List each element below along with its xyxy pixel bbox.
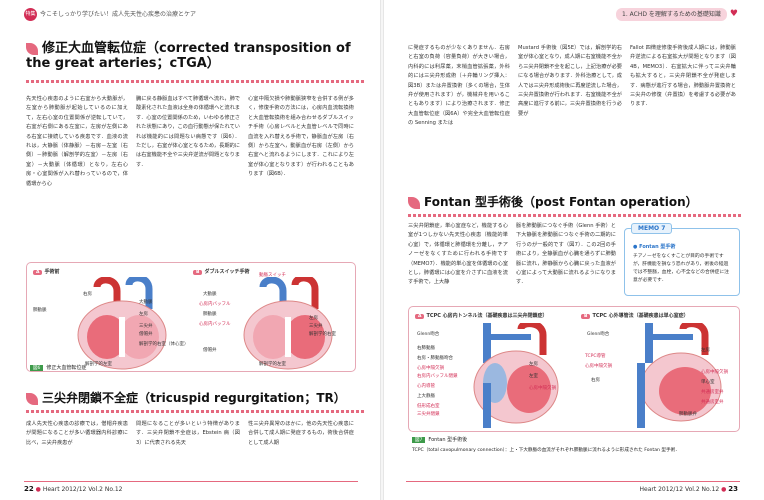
header-left: 特集今こそしっかり学びたい！成人先天性心疾患の治療とケア	[24, 8, 196, 21]
ann: 僧帽弁	[203, 348, 217, 353]
heart-icon: ♥	[729, 9, 738, 19]
ann: 単心室	[701, 380, 715, 385]
memo-heading: MEMO 7	[631, 223, 673, 234]
ann: 解剖学的左室	[259, 362, 286, 367]
ann: 三尖弁	[139, 324, 153, 329]
text-column-3: Fallot 四徴症修復手術後成人期には，肺動脈弁逆流による右室拡大が問題となり…	[630, 45, 736, 108]
page-number: 23	[728, 485, 738, 493]
section-title-tr: 三尖弁閉鎖不全症（tricuspid regurgitation；TR）	[26, 391, 366, 406]
fig7-note: TCPC（total cavopulmonary connection）：上・下…	[412, 448, 680, 453]
page-number: 22	[24, 485, 34, 493]
ann: 三尖弁閉鎖	[417, 412, 440, 417]
right-page: 1. ACHD を理解するための基礎知識♥ に発症するものが少なくありません．右…	[382, 0, 764, 500]
feature-badge: 特集	[24, 8, 37, 21]
ann: 肺動脈	[33, 308, 47, 313]
ann: 心房内バッフル	[199, 322, 231, 327]
fontan-diagram-a	[473, 323, 559, 428]
title-rule	[408, 214, 742, 217]
ann: 解剖学的右室	[309, 332, 336, 337]
ann: 共通房室弁	[701, 400, 724, 405]
ann: 動脈スイッチ	[259, 273, 286, 278]
ann: 左房	[309, 316, 318, 321]
heart-diagram-b	[243, 277, 333, 370]
ann: 大動脈	[139, 300, 153, 305]
text-column-1: に発症するものが少なくありません．右房と右室の負荷（容量負荷）が大きい場合，内科…	[408, 45, 510, 127]
fontan-diagram-b	[637, 323, 722, 428]
text-column-2: 問題になることが多いという特徴があります．三尖弁閉鎖不全症は，Ebstein 病…	[136, 421, 240, 446]
ann: 右房内バッフル閉鎖	[417, 374, 458, 379]
ann: 左房	[139, 312, 148, 317]
section-title-fontan: Fontan 型手術後（post Fontan operation）	[408, 195, 748, 210]
text-column-2: Mustard 手術後（図5E）では，解剖学的右室が体心室となり，成人期に右室機…	[518, 45, 622, 117]
text-column-2: 脈を肺動脈につなぐ手術（Glenn 手術）と下大静脈を肺動脈につなぐ手術の二期的…	[516, 223, 616, 286]
memo-subheading: ● Fontan 型手術	[633, 244, 676, 250]
ann: Glenn吻合	[417, 332, 440, 337]
section-leaf-icon	[408, 196, 420, 209]
section-leaf-icon	[26, 392, 38, 405]
ann: 肺動脈	[203, 312, 217, 317]
title-rule	[26, 80, 366, 83]
ann: 共通房室弁	[701, 390, 724, 395]
ann: 心内導管	[417, 384, 435, 389]
journal-name: Heart 2012/12 Vol.2 No.12	[42, 486, 123, 493]
ann: 右房	[591, 378, 600, 383]
header-right: 1. ACHD を理解するための基礎知識♥	[616, 8, 738, 21]
ann: 心房中隔欠損	[585, 364, 612, 369]
footer-right: Heart 2012/12 Vol.2 No.12 ● 23	[639, 485, 739, 493]
chapter-pill: 1. ACHD を理解するための基礎知識	[616, 8, 727, 21]
ann: 右房・肺動脈吻合	[417, 356, 453, 361]
ann: 低形成右室	[417, 404, 440, 409]
footer-left: 22 ● Heart 2012/12 Vol.2 No.12	[24, 485, 123, 493]
text-column-3: 性三尖弁異常のほかに，他の先天性心疾患に合併して成人期に発症するもの，術後合併症…	[248, 421, 354, 446]
ann: 左房	[701, 348, 710, 353]
ann: 解剖学的右室（体心室）	[139, 342, 189, 347]
text-column-3: 心室中隔欠損や肺動脈狭窄を合併する例が多く，修復手術の方法には，心房内血流転換術…	[248, 96, 354, 178]
heart-diagram-a	[77, 277, 167, 370]
text-column-2: 臓に戻る静脈血はすべて肺循環へ流れ，肺で酸素化された血液は全身の体循環へと流れま…	[136, 96, 240, 168]
ann: 解剖学的左室	[85, 362, 112, 367]
ann: 左房	[529, 362, 538, 367]
ann: 上大静脈	[417, 394, 435, 399]
memo-7-box: MEMO 7 ● Fontan 型手術 チアノーゼをなくすことが目的の手術ですが…	[624, 223, 740, 296]
ann: 右肺動脈	[417, 346, 435, 351]
ann: 僧帽弁	[139, 332, 153, 337]
ann: 左室	[529, 374, 538, 379]
memo-text: チアノーゼをなくすことが目的の手術ですが，肝機能を損なう恐れがあり，術後の経過で…	[633, 254, 729, 283]
spine-gutter	[380, 0, 384, 500]
left-page: 特集今こそしっかり学びたい！成人先天性心疾患の治療とケア 修正大血管転位症（co…	[24, 8, 366, 493]
ann: 大動脈	[203, 292, 217, 297]
ann: 右房	[83, 292, 92, 297]
footer-rule	[406, 481, 740, 482]
ann: Glenn吻合	[587, 332, 610, 337]
text-column-1: 先天性心疾患のように右室から大動脈が，左室から肺動脈が起始しているのに加えて，左…	[26, 96, 128, 187]
title-rule	[26, 410, 366, 413]
section-title-ctga: 修正大血管転位症（corrected transposition of the …	[26, 41, 351, 71]
footer-rule	[24, 481, 358, 482]
ann: TCPC導管	[585, 354, 606, 359]
ann: 心房中隔欠損	[529, 386, 556, 391]
ann: 三尖弁	[309, 324, 323, 329]
ann: 肺動脈弁	[679, 412, 697, 417]
ann: 心房中隔欠損	[417, 366, 444, 371]
ann: 心房内バッフル	[199, 302, 231, 307]
header-left-text: 今こそしっかり学びたい！成人先天性心疾患の治療とケア	[40, 11, 197, 18]
journal-name: Heart 2012/12 Vol.2 No.12	[639, 486, 720, 493]
section-leaf-icon	[26, 42, 38, 55]
text-column-1: 三尖弁閉鎖症，単心室症など，機能する心室が1つしかない先天性心疾患（機能的単心室…	[408, 223, 509, 286]
ann: 心房中隔欠損	[701, 370, 728, 375]
text-column-1: 成人先天性心疾患の診療では，僧帽弁疾患が問題になることが多い循環器内科診療に比べ…	[26, 421, 128, 446]
